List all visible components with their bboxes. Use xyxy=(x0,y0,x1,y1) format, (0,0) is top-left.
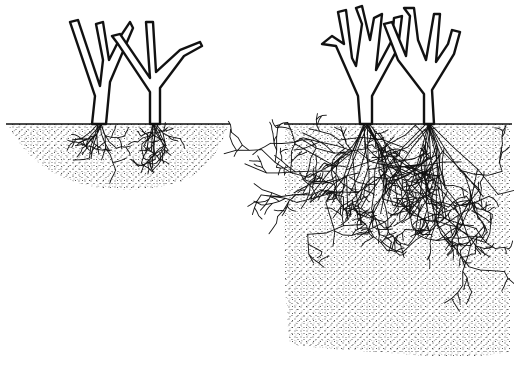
root-strand xyxy=(254,184,281,197)
root-strand xyxy=(278,168,280,175)
root-strand xyxy=(273,133,277,150)
shallow-soil-mass-texture xyxy=(8,124,228,189)
root-strand xyxy=(230,129,237,150)
shallow-plant-1 xyxy=(70,20,133,124)
root-strand xyxy=(457,246,458,255)
root-strand xyxy=(250,161,261,162)
root-strand xyxy=(284,168,285,175)
root-strand xyxy=(228,121,231,132)
root-strand xyxy=(269,217,278,234)
root-strand xyxy=(265,203,273,214)
deep-soil-panel xyxy=(224,6,514,356)
root-strand xyxy=(316,115,326,120)
root-strand xyxy=(270,122,273,133)
root-strand xyxy=(258,156,267,173)
root-strand xyxy=(339,195,340,201)
root-strand xyxy=(280,148,281,161)
root-strand xyxy=(253,143,271,154)
root-strand xyxy=(415,180,421,181)
shallow-soil-panel xyxy=(6,20,230,189)
